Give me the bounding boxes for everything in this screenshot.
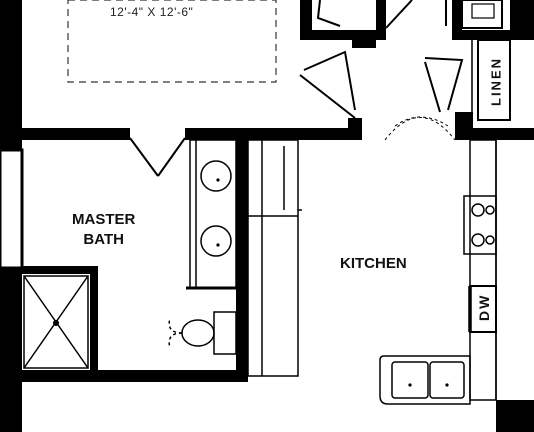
shower-east-wall: [90, 266, 98, 370]
kitchen-label: KITCHEN: [340, 255, 407, 272]
sink-upper: [200, 160, 232, 192]
toilet-bowl: [181, 319, 215, 347]
master-bath-label: MASTER BATH: [72, 211, 136, 249]
east-wall-top: [510, 0, 534, 40]
bath-north-wall-right: [185, 128, 355, 140]
west-wall-lower: [0, 268, 22, 432]
west-window-frame: [0, 148, 24, 270]
pantry-wall-top: [452, 30, 512, 40]
pantry-wall: [452, 0, 462, 40]
hall-doors: [299, 0, 464, 119]
west-wall-upper: [0, 0, 22, 150]
shower-drain: [53, 320, 59, 326]
kitchen-sink: [379, 355, 471, 405]
linen-closet: [477, 39, 511, 121]
south-wall: [22, 370, 248, 382]
closet-wall-mid: [376, 0, 386, 40]
kitchen-north-wall-right: [455, 128, 534, 140]
sink-lower: [200, 225, 232, 257]
door-post-left: [348, 118, 362, 140]
room-dimension-label: 12'-4" X 12'-6": [110, 5, 194, 19]
bath-door: [129, 137, 186, 177]
dishwasher-label: DW: [476, 293, 492, 321]
kitchen-cabinets-west: [247, 139, 299, 377]
closet-lintel-2: [352, 30, 376, 48]
east-post: [455, 112, 473, 140]
bath-kitchen-partition: [236, 140, 248, 380]
kitchen-counter-east: [469, 139, 497, 401]
pantry-box: [461, 0, 503, 29]
cooktop: [463, 195, 497, 255]
vanity-counter: [189, 139, 237, 289]
sink-faucet: [408, 383, 449, 387]
pantry-inner: [471, 3, 495, 19]
hall-door-swings: [384, 116, 456, 141]
toilet-tank: [213, 311, 237, 355]
vanity: [189, 139, 237, 289]
bath-north-wall-left: [22, 128, 130, 140]
closet-wall-left: [300, 0, 312, 40]
closet-lintel: [312, 30, 352, 40]
linen-label: LINEN: [488, 57, 504, 106]
sink-drains: [216, 178, 220, 247]
east-wall-bottom: [496, 400, 534, 432]
toilet: [168, 286, 237, 355]
shower-north-wall: [22, 266, 96, 274]
